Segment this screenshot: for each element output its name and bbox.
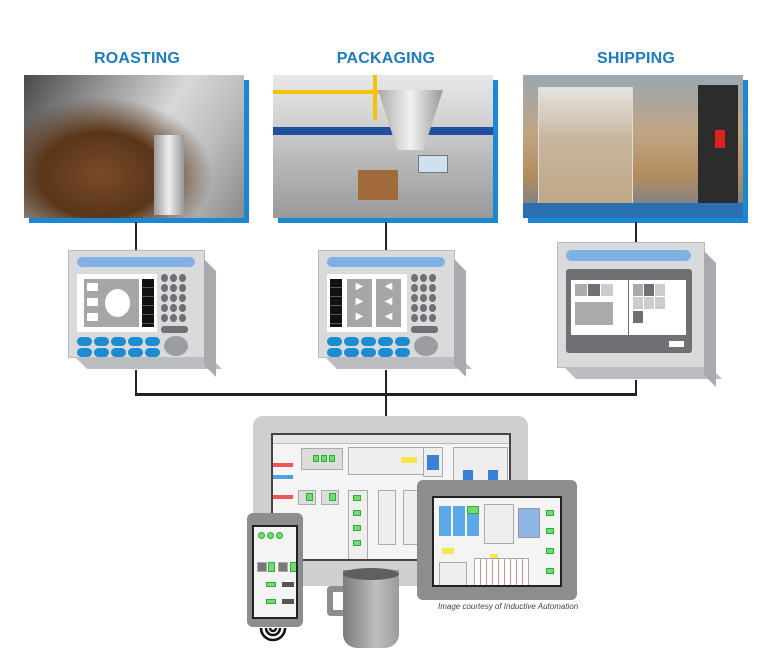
- coffee-roaster-photo: [24, 75, 244, 218]
- panel-touchscreen: [566, 269, 692, 353]
- panel-display: ▶▶▶ ◀◀◀: [327, 274, 407, 332]
- bus-drop-roasting: [135, 370, 137, 395]
- hmi-panel-shipping: [557, 242, 705, 368]
- stage-heading-shipping: SHIPPING: [596, 50, 676, 67]
- panel-status-bar: [566, 250, 691, 261]
- bus-drop-shipping: [635, 380, 637, 395]
- function-keys[interactable]: [327, 337, 410, 357]
- link-packaging: [385, 222, 387, 250]
- phone-hmi-screen[interactable]: [252, 525, 298, 619]
- image-credit-caption: Image courtesy of Inductive Automation: [438, 602, 579, 611]
- stage-heading-packaging: PACKAGING: [336, 50, 436, 67]
- numeric-keypad[interactable]: [161, 274, 186, 322]
- stage-heading-roasting: ROASTING: [93, 50, 181, 67]
- numeric-keypad[interactable]: [411, 274, 436, 322]
- panel-display: [77, 274, 157, 332]
- link-roasting: [135, 222, 137, 250]
- wireless-signal-icon: [259, 627, 287, 642]
- mobile-phone: [247, 513, 303, 627]
- coffee-mug: [325, 568, 400, 653]
- link-shipping: [635, 222, 637, 242]
- tablet: [417, 480, 577, 600]
- panel-status-bar: [327, 257, 445, 267]
- panel-status-bar: [77, 257, 195, 267]
- network-bus: [135, 393, 637, 396]
- packaging-machine-photo: [273, 75, 493, 218]
- directional-pad[interactable]: [164, 336, 188, 356]
- hmi-panel-roasting: [68, 250, 205, 358]
- wrapped-pallet-photo: [523, 75, 743, 218]
- hmi-panel-packaging: ▶▶▶ ◀◀◀: [318, 250, 455, 358]
- function-keys[interactable]: [77, 337, 160, 357]
- tablet-hmi-screen[interactable]: [432, 496, 562, 587]
- directional-pad[interactable]: [414, 336, 438, 356]
